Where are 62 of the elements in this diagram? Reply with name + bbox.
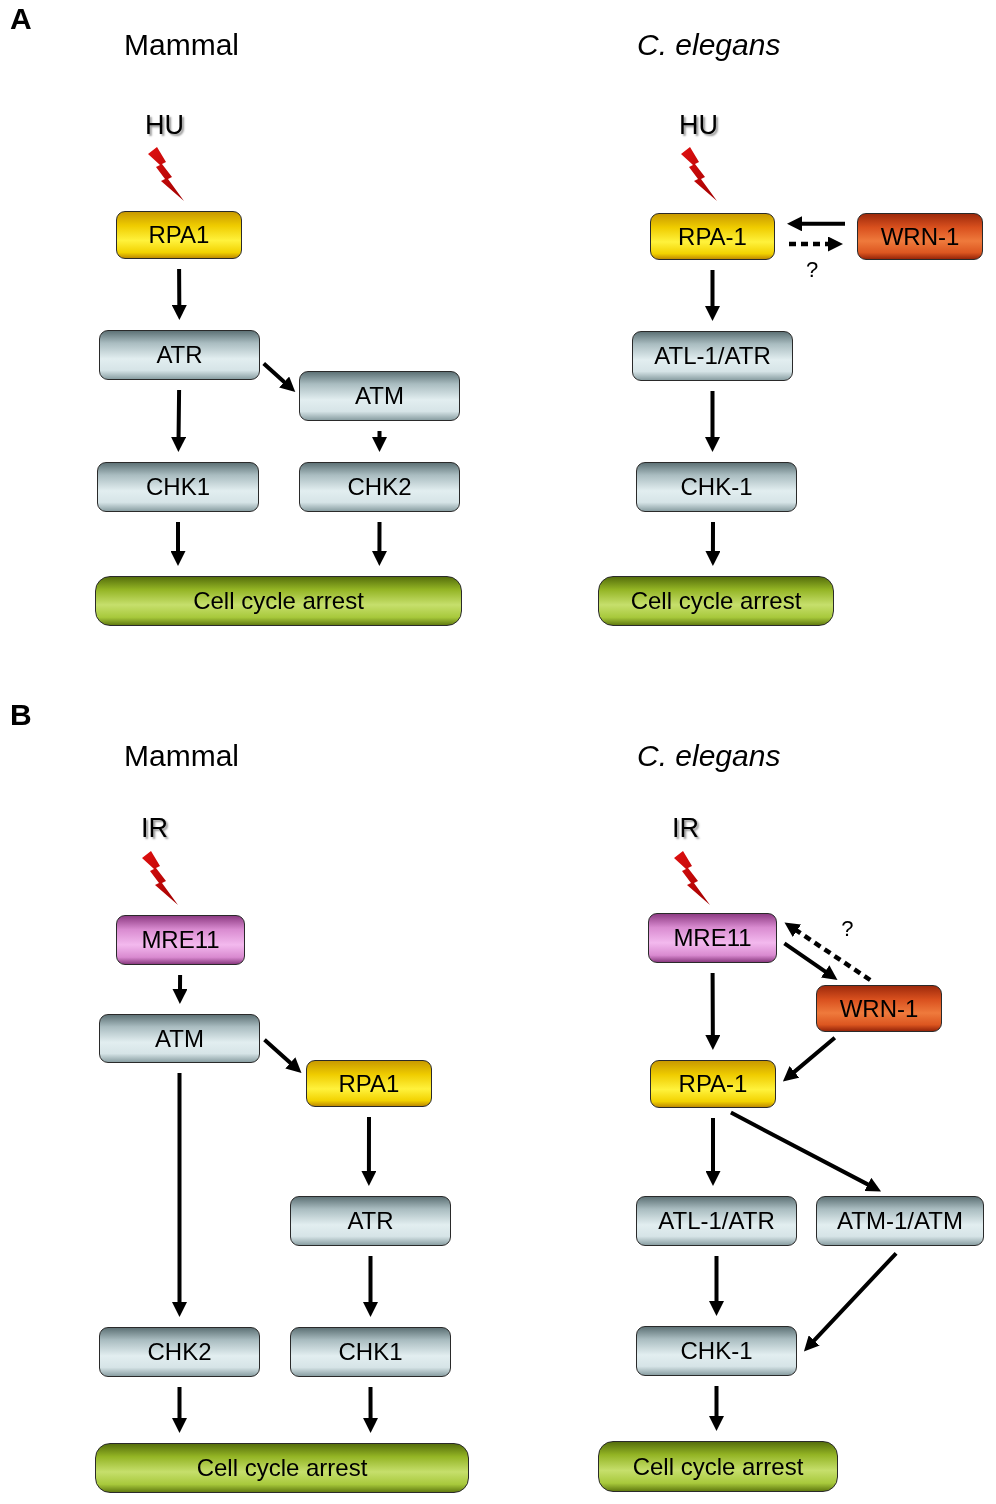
arrow — [705, 522, 721, 566]
arrow — [781, 1036, 837, 1084]
outcome-box: Cell cycle arrest — [95, 576, 462, 626]
protein-box: RPA1 — [116, 211, 242, 259]
protein-box: CHK-1 — [636, 1326, 797, 1376]
protein-box: MRE11 — [648, 913, 777, 963]
outcome-box: Cell cycle arrest — [95, 1443, 469, 1493]
protein-box: WRN-1 — [816, 985, 942, 1032]
arrow — [783, 941, 839, 982]
protein-box: MRE11 — [116, 915, 245, 965]
arrow — [705, 391, 720, 452]
arrow — [363, 1256, 378, 1317]
protein-box: ATM-1/ATM — [816, 1196, 984, 1246]
outcome-box: Cell cycle arrest — [598, 1441, 838, 1492]
protein-box: ATR — [290, 1196, 451, 1246]
protein-box: ATR — [99, 330, 260, 380]
outcome-box: Cell cycle arrest — [598, 576, 834, 626]
arrow — [709, 1256, 724, 1316]
column-heading: C. elegans — [637, 741, 781, 771]
protein-box: ATM — [299, 371, 460, 421]
arrow — [372, 431, 387, 452]
arrow — [705, 973, 721, 1050]
protein-box: CHK2 — [299, 462, 460, 512]
protein-box: CHK1 — [290, 1327, 451, 1377]
column-heading: C. elegans — [637, 30, 781, 60]
protein-box: RPA-1 — [650, 1060, 776, 1108]
arrow — [262, 362, 297, 394]
arrow — [705, 1118, 721, 1186]
arrow — [705, 270, 720, 321]
arrow — [363, 1387, 379, 1433]
stimulus-label: HU — [679, 112, 718, 139]
arrow — [172, 1387, 187, 1433]
arrow — [709, 1386, 724, 1431]
arrow — [171, 269, 187, 320]
arrow — [263, 1038, 303, 1075]
protein-box: CHK1 — [97, 462, 259, 512]
dashed-arrow — [789, 236, 843, 252]
column-heading: Mammal — [124, 741, 239, 771]
stimulus-label: IR — [141, 815, 168, 842]
panel-letter: B — [10, 700, 32, 730]
arrow — [172, 1073, 187, 1317]
protein-box: ATL-1/ATR — [636, 1196, 797, 1246]
protein-box: CHK-1 — [636, 462, 797, 512]
protein-box: WRN-1 — [857, 213, 983, 260]
protein-box: CHK2 — [99, 1327, 260, 1377]
protein-box: RPA-1 — [650, 213, 775, 260]
arrow — [361, 1117, 377, 1186]
dashed-arrow — [783, 920, 872, 982]
arrow — [170, 522, 186, 566]
column-heading: Mammal — [124, 30, 239, 60]
protein-box: RPA1 — [306, 1060, 432, 1107]
arrow — [802, 1251, 898, 1353]
panel-letter: A — [10, 4, 32, 34]
arrow — [371, 522, 387, 566]
arrow — [172, 975, 188, 1004]
protein-box: ATM — [99, 1014, 260, 1063]
arrow — [729, 1110, 883, 1194]
stimulus-label: HU — [145, 112, 184, 139]
arrow — [787, 216, 845, 232]
stimulus-label: IR — [672, 815, 699, 842]
protein-box: ATL-1/ATR — [632, 331, 793, 381]
arrow — [171, 389, 187, 453]
